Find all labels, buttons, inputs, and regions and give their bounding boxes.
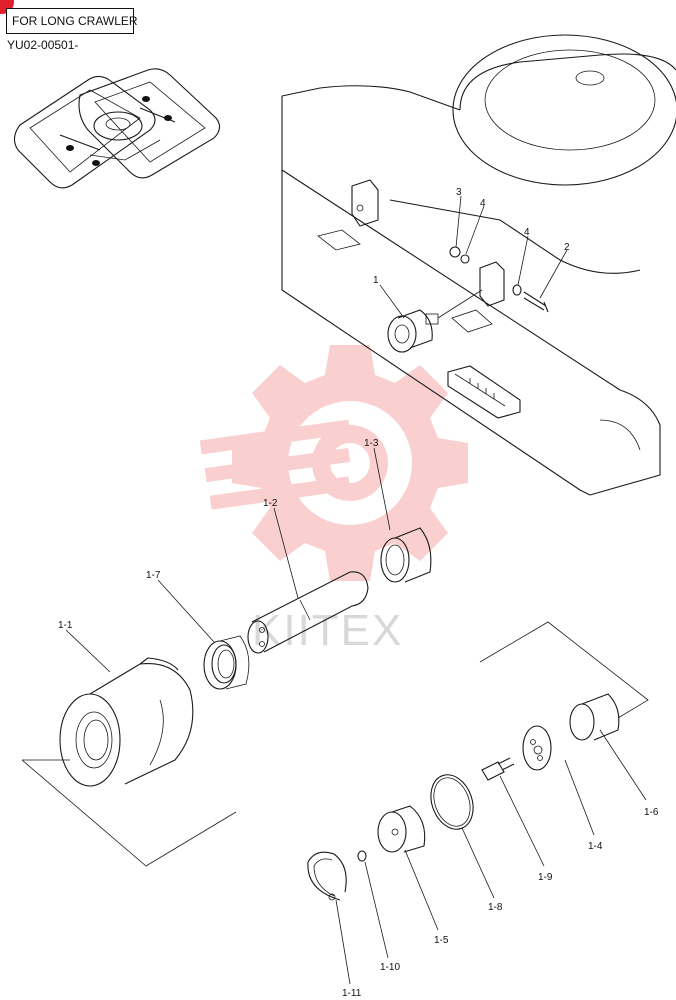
roller-assembly <box>387 289 483 353</box>
watermark-text: KIITEX <box>252 606 403 655</box>
callout-1-11: 1-11 <box>342 988 362 999</box>
callout-1-10: 1-10 <box>380 962 400 973</box>
part-1-7-seal <box>203 635 250 690</box>
watermark-gear <box>199 345 468 581</box>
header-title: FOR LONG CRAWLER <box>12 14 138 28</box>
callout-1-3: 1-3 <box>364 438 379 449</box>
part-1-4-plate <box>522 725 552 771</box>
part-code: YU02-00501- <box>7 38 79 52</box>
callout-1-1: 1-1 <box>58 620 73 631</box>
part-1-3-collar <box>380 527 432 583</box>
callout-1-9: 1-9 <box>538 872 553 883</box>
crawler-thumbnail <box>13 68 221 189</box>
callout-1-5: 1-5 <box>434 935 449 946</box>
callout-1-7: 1-7 <box>146 570 161 581</box>
part-1-2-shaft <box>247 571 369 654</box>
callout-1-2: 1-2 <box>263 498 278 509</box>
leader-lines <box>65 195 647 985</box>
callout-3: 3 <box>456 187 462 198</box>
callout-labels: 1 2 3 4 4 1-1 1-2 1-3 1-4 1-5 1-6 1-7 1-… <box>58 187 659 999</box>
part-1-1-roller <box>59 657 194 787</box>
callout-1-4: 1-4 <box>588 841 603 852</box>
fasteners <box>449 246 549 313</box>
part-1-9-bolt <box>481 757 515 781</box>
part-1-11-snapring <box>307 851 347 901</box>
track-frame <box>281 34 676 496</box>
reference-brackets <box>21 621 649 867</box>
part-1-6-bushing <box>569 693 620 741</box>
callout-1-8: 1-8 <box>488 902 503 913</box>
header-box <box>6 8 134 34</box>
part-1-8-oring <box>430 774 474 830</box>
callout-2: 2 <box>564 242 570 253</box>
part-1-5-cap <box>377 805 426 853</box>
part-1-10-plug <box>357 850 367 862</box>
callout-4: 4 <box>480 198 486 209</box>
callout-4: 4 <box>524 227 530 238</box>
callout-1: 1 <box>373 275 379 286</box>
callout-1-6: 1-6 <box>644 807 659 818</box>
